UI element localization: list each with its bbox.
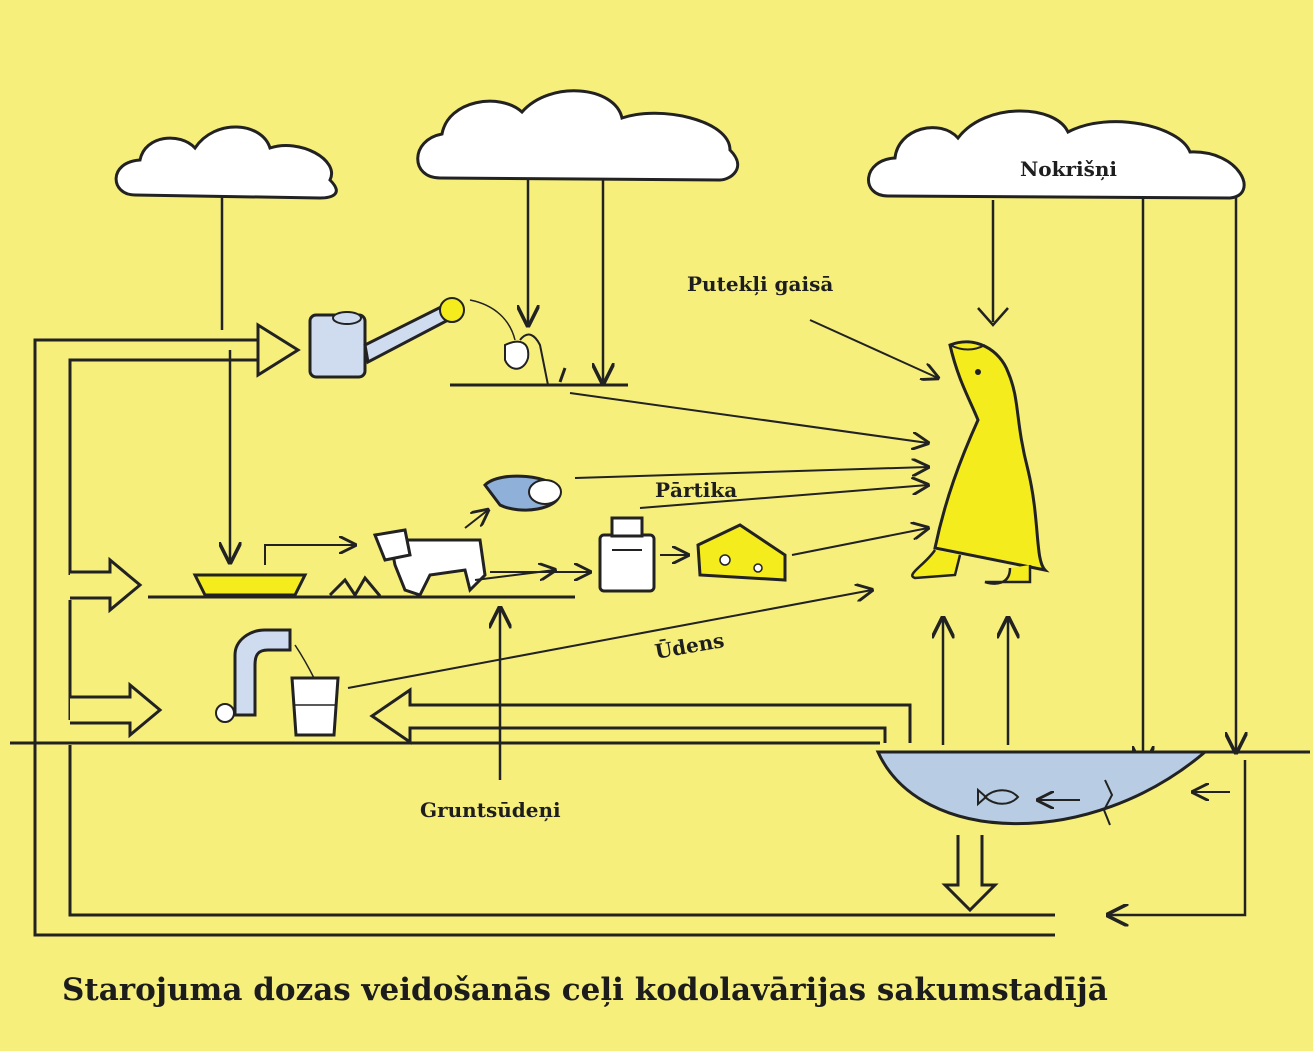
diagram-caption: Starojuma dozas veidošanās ceļi kodolavā… <box>62 972 1108 1008</box>
outline-arrow-middle <box>70 560 140 610</box>
crops-to-person-arrow <box>570 393 928 443</box>
outline-arrow-top <box>258 325 298 375</box>
cloud-left-icon <box>116 127 336 198</box>
cloud-center-icon <box>418 91 738 180</box>
milk-can-icon <box>490 518 688 591</box>
watering-can-icon <box>310 298 515 377</box>
outline-arrow-lake-out <box>372 690 910 743</box>
meat-to-person-arrow <box>575 467 928 478</box>
meat-icon <box>465 476 561 528</box>
cow-icon <box>330 530 555 596</box>
outline-arrow-bottom <box>70 685 160 735</box>
food-label: Pārtika <box>655 478 737 502</box>
strawberry-icon <box>505 335 565 385</box>
cheese-icon <box>698 525 785 580</box>
dust-to-person-arrow <box>810 320 938 378</box>
cloud-right-icon <box>869 111 1245 198</box>
groundwater-label: Gruntsūdeņi <box>420 798 561 822</box>
person-icon <box>912 342 1045 584</box>
lake-icon <box>878 752 1230 825</box>
groundwater-loop-outer <box>35 340 1055 935</box>
airborne-dust-label: Putekļi gaisā <box>687 272 833 296</box>
outline-arrow-lake-down <box>945 835 995 910</box>
groundwater-loop-inner-top <box>70 360 260 575</box>
cheese-to-person-arrow <box>792 528 928 555</box>
precipitation-label: Nokrišņi <box>1020 157 1117 181</box>
water-glass-icon <box>292 678 338 735</box>
water-to-person-arrow <box>348 590 872 688</box>
feed-trough-icon <box>195 545 355 595</box>
dust-fall-arrow <box>978 200 1008 325</box>
